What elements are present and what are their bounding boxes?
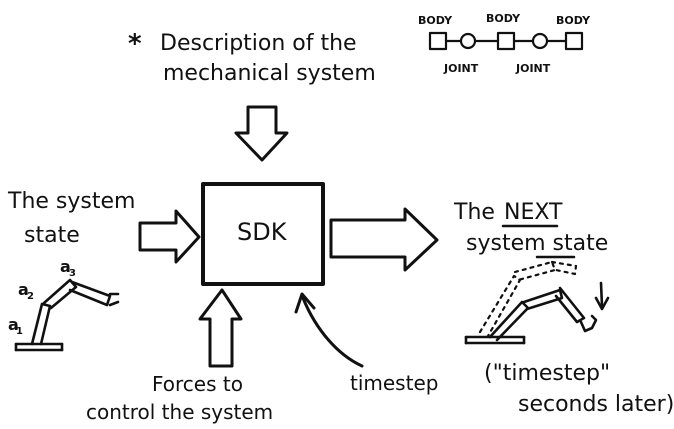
next-state-the: The: [453, 200, 495, 225]
forces-line1: Forces to: [152, 372, 243, 396]
label-a3: a: [60, 257, 71, 276]
label-a2-sub: 2: [27, 291, 34, 302]
body-box-1: [428, 31, 448, 51]
body-box-3: [564, 31, 584, 51]
system-state-line1: The system: [7, 189, 135, 214]
system-state-line2: state: [24, 223, 80, 248]
state-input-arrow: [138, 209, 201, 264]
joint-circle-1: [459, 32, 477, 50]
body-joint-chain: BODY BODY BODY JOINT JOINT: [418, 12, 591, 75]
description-input-arrow: [234, 105, 289, 162]
label-a1-sub: 1: [16, 326, 23, 337]
next-state-line2: system state: [466, 231, 608, 256]
timestep-arrow: [301, 296, 364, 368]
header-line2: mechanical system: [163, 61, 376, 86]
label-a3-sub: 3: [69, 268, 76, 279]
label-a2: a: [18, 280, 29, 299]
body-label-3: BODY: [556, 14, 591, 27]
joint-label-1: JOINT: [443, 62, 479, 75]
robot-arm-next: [464, 260, 610, 345]
joint-label-2: JOINT: [515, 62, 551, 75]
timestep-note-line1: ("timestep": [484, 361, 610, 386]
sdk-box: [201, 182, 325, 286]
body-label-1: BODY: [418, 14, 453, 27]
timestep-note-line2: seconds later): [518, 392, 674, 417]
header-bullet: *: [128, 29, 142, 59]
timestep-arrowhead: [294, 292, 316, 314]
robot-arm-current: a 1 a 2 a 3: [8, 257, 120, 352]
sdk-label: SDK: [237, 218, 288, 246]
body-box-2: [496, 31, 516, 51]
next-state-next: NEXT: [504, 200, 563, 225]
timestep-label: timestep: [350, 371, 438, 395]
forces-line2: control the system: [86, 400, 273, 424]
next-state-output-arrow: [329, 207, 439, 272]
body-label-2: BODY: [486, 12, 521, 25]
joint-circle-2: [531, 32, 549, 50]
label-a1: a: [8, 315, 19, 334]
header-line1: Description of the: [160, 31, 357, 56]
forces-input-arrow: [198, 288, 243, 368]
